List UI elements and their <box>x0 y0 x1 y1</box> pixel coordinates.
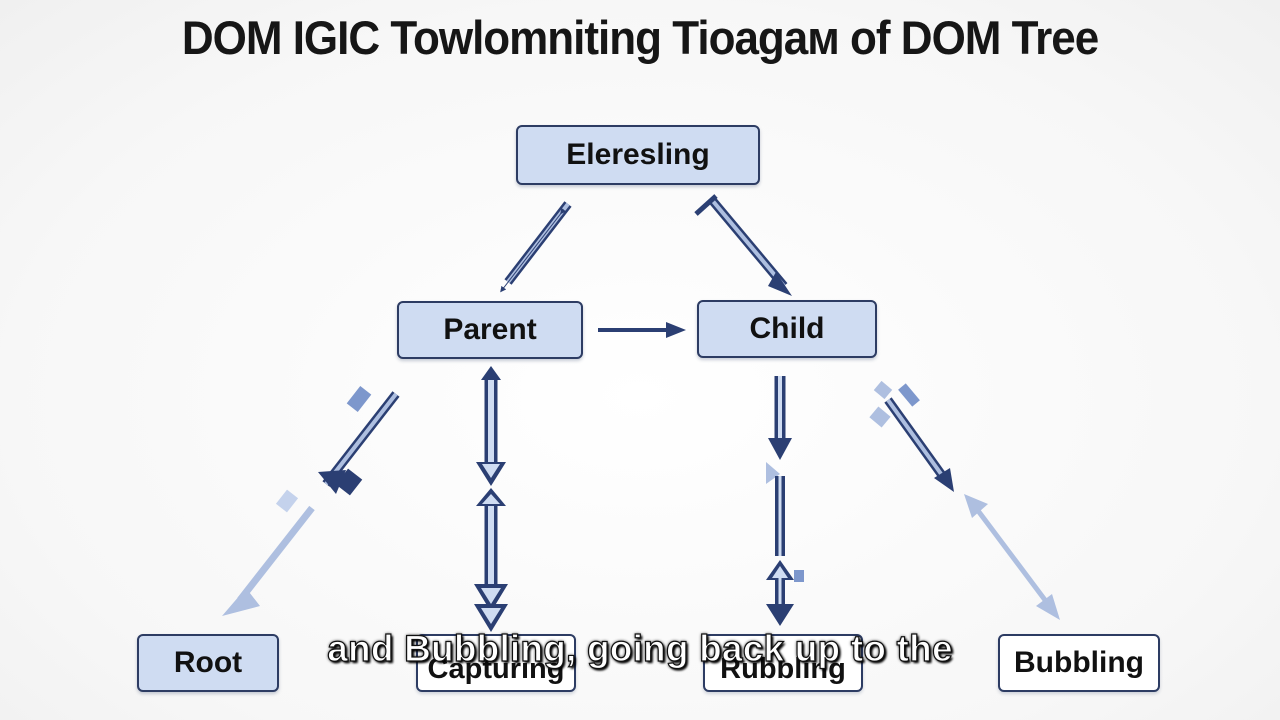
video-caption: and Bubbling, going back up to the <box>327 627 953 669</box>
node-root: Root <box>137 634 279 692</box>
node-capturing: Capturing <box>416 634 576 692</box>
node-rubbling-label: Rubbling <box>720 652 846 685</box>
node-child-label: Child <box>749 312 825 345</box>
arrow-top-to-child <box>694 194 792 296</box>
arrow-child-to-rubbling <box>766 376 804 626</box>
arrow-parent-to-child <box>598 322 686 338</box>
node-top: Eleresling <box>516 125 760 185</box>
arrow-parent-to-root <box>222 386 400 616</box>
node-rubbling: Rubbling <box>703 634 863 692</box>
arrow-top-to-parent <box>500 201 572 293</box>
arrow-child-to-bubbling <box>869 380 1060 620</box>
node-bubbling-label: Bubbling <box>1014 646 1144 679</box>
diagram-title: DOM IGIC Towlomniting Tioagaм of DOM Tre… <box>181 11 1099 65</box>
node-child: Child <box>697 300 877 358</box>
node-capturing-label: Capturing <box>427 652 565 685</box>
node-bubbling: Bubbling <box>998 634 1160 692</box>
arrow-parent-to-capturing <box>474 366 508 632</box>
node-parent-label: Parent <box>443 313 537 346</box>
node-root-label: Root <box>173 646 243 679</box>
node-top-label: Eleresling <box>566 138 710 171</box>
node-parent: Parent <box>397 301 583 359</box>
